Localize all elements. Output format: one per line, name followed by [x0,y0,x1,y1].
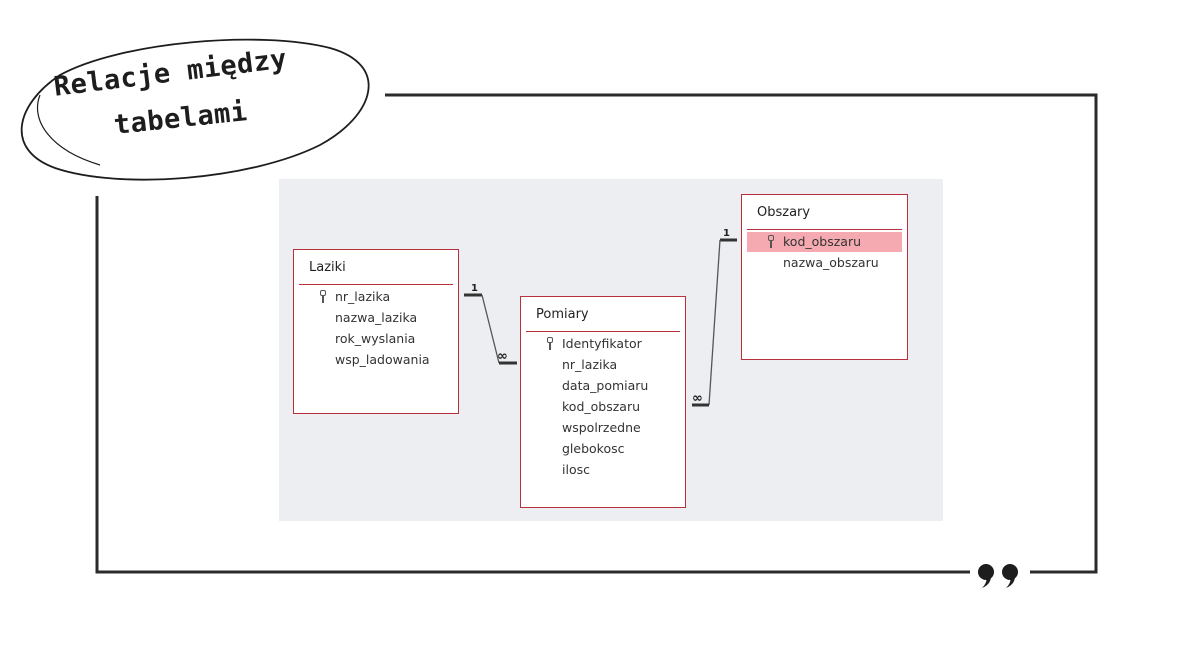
table-obszary[interactable]: Obszary kod_obszaru nazwa_obszaru [741,194,908,360]
table-title: Laziki [309,260,346,275]
title-ellipse [20,38,370,181]
relationship-diagram: 1 ∞ 1 ∞ Laziki nr_lazika nazwa_lazika rok_w… [279,179,943,521]
primary-key-icon [767,235,774,248]
primary-key-icon [319,290,326,303]
title-ellipse-inner [36,94,101,166]
field-name: wspolrzedne [562,420,641,435]
field-row[interactable]: nazwa_obszaru [747,253,902,273]
relation-lines: 1 ∞ 1 ∞ [464,228,737,407]
field-name: nazwa_obszaru [783,255,879,270]
field-name: kod_obszaru [562,399,641,414]
field-row[interactable]: ilosc [526,460,680,480]
relation-laziki-pomiary: 1 ∞ [464,283,517,365]
frame-border [95,93,1098,574]
field-row[interactable]: nr_lazika [299,287,453,307]
relation-line [708,239,721,406]
field-row[interactable]: wsp_ladowania [299,350,453,370]
relation-obszary-pomiary: 1 ∞ [692,228,737,407]
field-name: glebokosc [562,441,625,456]
closing-quote-icon [978,564,1018,588]
field-row[interactable]: rok_wyslania [299,329,453,349]
table-title: Pomiary [536,307,589,322]
field-name: nr_lazika [335,289,391,304]
field-name: wsp_ladowania [335,352,430,367]
field-row[interactable]: data_pomiaru [526,376,680,396]
field-row[interactable]: kod_obszaru [526,397,680,417]
field-name: data_pomiaru [562,378,649,393]
field-row[interactable]: nr_lazika [526,355,680,375]
relation-one-label: 1 [471,283,478,294]
relation-one-label: 1 [723,228,730,239]
field-name: nazwa_lazika [335,310,418,325]
table-title-separator [299,284,453,285]
field-name: Identyfikator [562,336,642,351]
field-row[interactable]: kod_obszaru [747,232,902,252]
field-row[interactable]: Identyfikator [526,334,680,354]
table-title-separator [747,229,902,230]
field-row[interactable]: nazwa_lazika [299,308,453,328]
primary-key-icon [546,337,553,350]
field-row[interactable]: wspolrzedne [526,418,680,438]
field-name: nr_lazika [562,357,618,372]
field-name: kod_obszaru [783,234,862,249]
field-name: rok_wyslania [335,331,416,346]
relation-many-label: ∞ [497,349,508,364]
table-title: Obszary [757,205,811,220]
relation-line [481,294,500,364]
relation-many-label: ∞ [692,391,703,406]
field-name: ilosc [562,462,590,477]
table-title-separator [526,331,680,332]
field-row[interactable]: glebokosc [526,439,680,459]
